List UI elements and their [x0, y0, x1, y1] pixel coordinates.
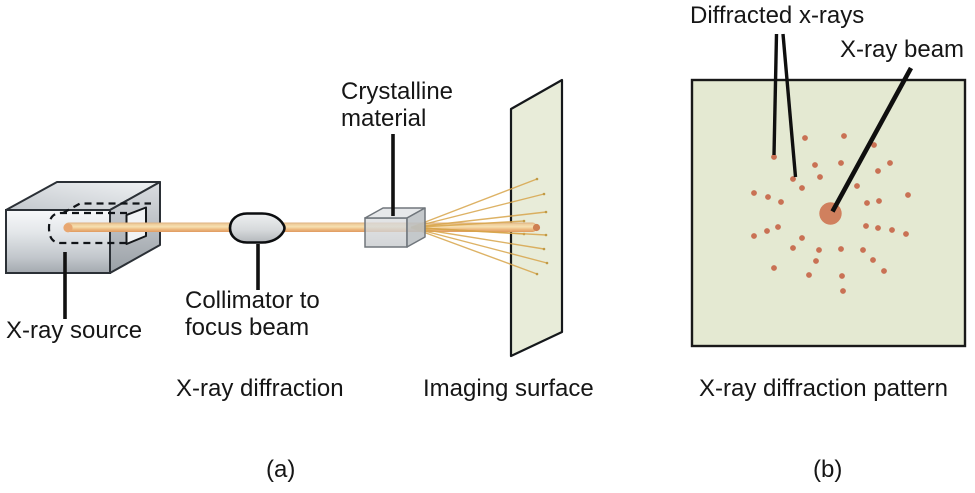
ray-impact-dot: [522, 219, 526, 223]
diffracted-leader-line-1: [772, 33, 779, 156]
diffraction-spot: [751, 233, 757, 239]
diffraction-spot: [751, 190, 757, 196]
diffraction-spot: [854, 183, 860, 189]
diffraction-spot: [875, 225, 881, 231]
diffracted-ray: [410, 226, 538, 275]
diffraction-spot: [838, 160, 844, 166]
diffracted-xrays-label: Diffracted x-rays: [690, 2, 865, 29]
imaging-surface-panel: [509, 78, 564, 358]
ray-impact-dot: [545, 261, 549, 265]
xray-beam-leader-line: [830, 66, 914, 213]
diffraction-spot: [816, 247, 822, 253]
diffraction-spot: [775, 224, 781, 230]
ray-impact-dot: [542, 192, 546, 196]
diffraction-spot: [806, 272, 812, 278]
diffraction-spot: [889, 227, 895, 233]
xray-diffraction-label: X-ray diffraction: [176, 375, 344, 402]
diffracted-ray: [410, 220, 525, 229]
diffraction-spot: [876, 198, 882, 204]
diffracted-ray: [410, 226, 545, 250]
diffraction-spot: [864, 200, 870, 206]
crystalline-label-line1: Crystalline: [341, 78, 454, 105]
caption-b: (b): [813, 456, 843, 483]
diffraction-spot: [771, 265, 777, 271]
crystalline-label-line2: material: [341, 105, 427, 132]
ray-impact-dot: [535, 177, 539, 181]
diffraction-spot: [863, 223, 869, 229]
collimator-label: Collimator to focus beam: [185, 287, 320, 341]
collimator-shape: [228, 212, 286, 244]
diffraction-spot: [838, 246, 844, 252]
diffraction-spot: [790, 176, 796, 182]
xray-beam-label: X-ray beam: [840, 36, 965, 63]
diffraction-spot: [860, 247, 866, 253]
diffraction-spot: [871, 142, 877, 148]
ray-impact-dot: [544, 210, 548, 214]
diffraction-spot: [790, 245, 796, 251]
diffraction-spot: [905, 192, 911, 198]
diffraction-spot: [771, 154, 777, 160]
diffracted-ray: [410, 211, 547, 229]
xray-source-box: [5, 181, 161, 274]
diffracted-leader-line-2: [781, 33, 798, 178]
xray-source-label: X-ray source: [6, 317, 143, 344]
diffraction-spot: [875, 168, 881, 174]
caption-a: (a): [266, 456, 296, 483]
diffraction-dots: [751, 133, 911, 294]
collimator-label-line2: focus beam: [185, 314, 310, 341]
diffraction-spot: [841, 133, 847, 139]
diffraction-spot: [778, 199, 784, 205]
ray-impact-dot: [535, 272, 539, 276]
diffraction-spot: [764, 228, 770, 234]
source-filament-dot: [63, 223, 73, 233]
diffraction-spot: [881, 268, 887, 274]
diffraction-spot: [903, 231, 909, 237]
diffracted-ray: [410, 193, 545, 229]
ray-impact-dot: [542, 247, 546, 251]
collimator-label-line1: Collimator to: [185, 287, 320, 314]
diffraction-spot: [812, 162, 818, 168]
diffraction-spot: [887, 160, 893, 166]
panel-b-leader-lines: [772, 33, 914, 213]
diffracted-ray: [410, 226, 548, 264]
diffraction-spot: [839, 273, 845, 279]
diffraction-spot: [765, 194, 771, 200]
diffraction-spot: [817, 174, 823, 180]
diffraction-spot: [802, 135, 808, 141]
diffracted-ray: [410, 226, 547, 236]
panel-a-leader-lines: [63, 134, 395, 319]
diffraction-spot: [870, 257, 876, 263]
diffracted-ray-fan: [410, 177, 549, 276]
crystal-cube: [364, 207, 426, 248]
diffraction-spot: [813, 258, 819, 264]
imaging-surface-label: Imaging surface: [423, 375, 594, 402]
diffraction-spot: [799, 185, 805, 191]
crystalline-label: Crystalline material: [341, 78, 453, 132]
ray-impact-dot: [544, 233, 548, 237]
pattern-caption-label: X-ray diffraction pattern: [699, 375, 949, 402]
xray-tube-dashed-outline: [47, 202, 151, 245]
beam-impact-dot: [532, 223, 541, 232]
center-beam-dot: [819, 202, 842, 225]
diffraction-spot: [799, 235, 805, 241]
diffraction-spot: [840, 288, 846, 294]
diffracted-ray: [410, 178, 538, 229]
